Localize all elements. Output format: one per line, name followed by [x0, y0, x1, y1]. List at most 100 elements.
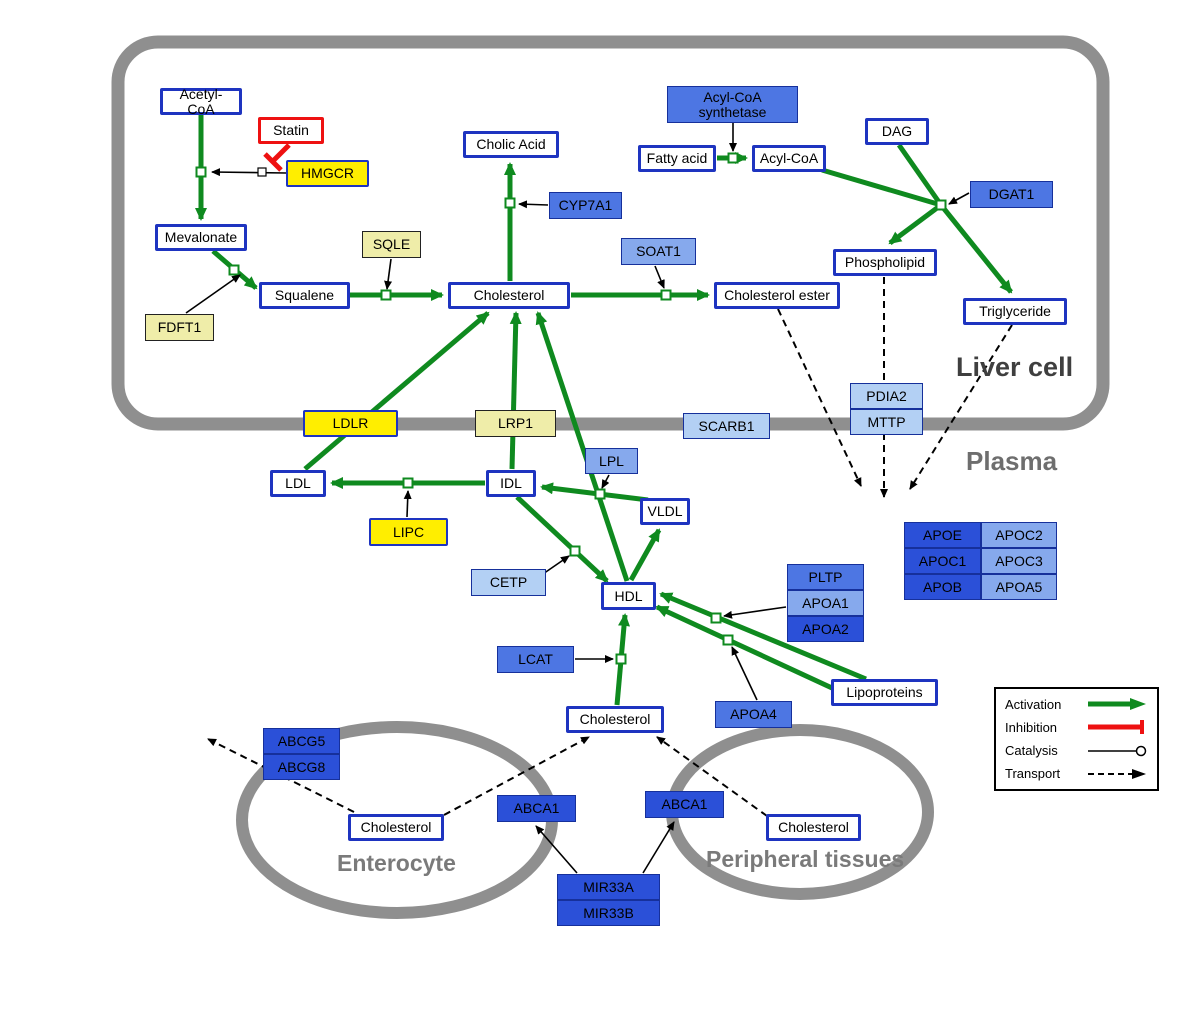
edge-hdl-cholesterol	[535, 311, 630, 582]
cat-cyp7a1	[518, 200, 549, 209]
node-pltp[interactable]: PLTP	[787, 564, 864, 590]
cat-dgat1	[948, 192, 970, 205]
node-abca1-right[interactable]: ABCA1	[645, 791, 724, 818]
node-phospholipid[interactable]: Phospholipid	[833, 249, 937, 276]
catalysis-circle-icon	[1088, 745, 1147, 756]
legend-inhibition-row: Inhibition	[1005, 719, 1148, 735]
node-apoc2[interactable]: APOC2	[981, 522, 1057, 548]
legend-inhibition-label: Inhibition	[1005, 719, 1058, 735]
tr-triglyceride-secretion	[909, 324, 1013, 490]
node-hmgcr[interactable]: HMGCR	[286, 160, 369, 187]
node-ldl[interactable]: LDL	[270, 470, 326, 497]
node-abcg8[interactable]: ABCG8	[263, 754, 340, 780]
transport-dashed-arrow-icon	[1088, 768, 1146, 779]
cat-apoa4	[731, 646, 758, 701]
node-triglyceride[interactable]: Triglyceride	[963, 298, 1067, 325]
node-cholesterol-enterocyte[interactable]: Cholesterol	[348, 814, 444, 841]
node-fatty-acid[interactable]: Fatty acid	[638, 145, 716, 172]
legend-activation-label: Activation	[1005, 696, 1062, 712]
enterocyte-label: Enterocyte	[337, 850, 456, 876]
statin-target-node	[257, 167, 267, 177]
cat-hmgcr	[211, 168, 287, 177]
node-apoa4[interactable]: APOA4	[715, 701, 792, 728]
edge-junction-phospholipid	[888, 202, 943, 246]
node-dag[interactable]: DAG	[865, 118, 929, 145]
node-apoc1[interactable]: APOC1	[904, 548, 981, 574]
node-idl[interactable]: IDL	[486, 470, 536, 497]
node-apoa2[interactable]: APOA2	[787, 616, 864, 642]
legend-transport-row: Transport	[1005, 766, 1148, 782]
inhibition-edge-statin	[263, 143, 291, 172]
inhibition-tbar-icon	[1088, 720, 1144, 735]
cat-mir33-abca1-left	[535, 825, 578, 874]
node-cyp7a1[interactable]: CYP7A1	[549, 192, 622, 219]
node-lpl[interactable]: LPL	[585, 448, 638, 474]
node-vldl[interactable]: VLDL	[640, 498, 690, 525]
liver-cell-membrane	[111, 35, 1110, 431]
cat-lipc	[403, 490, 412, 518]
node-mevalonate[interactable]: Mevalonate	[155, 224, 247, 251]
reaction-nodes	[195, 152, 947, 665]
node-abca1-left[interactable]: ABCA1	[497, 795, 576, 822]
cat-fdft1	[185, 274, 241, 314]
node-lrp1[interactable]: LRP1	[475, 410, 556, 437]
node-acyl-coa[interactable]: Acyl-CoA	[752, 145, 826, 172]
tr-cholesterolester-secretion	[777, 308, 862, 487]
node-pdia2[interactable]: PDIA2	[850, 383, 923, 409]
node-dgat1[interactable]: DGAT1	[970, 181, 1053, 208]
node-ldlr[interactable]: LDLR	[303, 410, 398, 437]
legend-catalysis-label: Catalysis	[1005, 743, 1058, 759]
node-cholic-acid[interactable]: Cholic Acid	[463, 131, 559, 158]
edge-ldl-cholesterol	[303, 311, 490, 471]
legend-transport-label: Transport	[1005, 766, 1061, 782]
cat-soat1	[654, 265, 665, 289]
edge-idl-cholesterol	[509, 311, 522, 470]
node-cholesterol[interactable]: Cholesterol	[448, 282, 570, 309]
edge-dag-junction	[896, 143, 944, 207]
node-hdl[interactable]: HDL	[601, 582, 656, 610]
peripheral-tissues-label: Peripheral tissues	[706, 846, 905, 872]
tr-enterocyte-chol-efflux	[207, 738, 355, 813]
node-apoa1[interactable]: APOA1	[787, 590, 864, 616]
tr-peripheral-chol-to-hdl-chol	[656, 736, 768, 817]
edge-lipoproteins-hdl-1	[659, 591, 867, 682]
tr-enterocyte-chol-to-hdl-chol	[443, 736, 590, 816]
legend-activation-row: Activation	[1005, 696, 1148, 712]
edge-junction-triglyceride	[939, 203, 1013, 294]
edge-hdl-vldl	[628, 528, 662, 582]
node-cetp[interactable]: CETP	[471, 569, 546, 596]
node-statin[interactable]: Statin	[258, 117, 324, 144]
node-mttp[interactable]: MTTP	[850, 409, 923, 435]
cat-lpl	[601, 474, 610, 489]
edge-acylcoa-junction	[821, 167, 942, 208]
catalysis-edges	[185, 123, 970, 874]
node-apob[interactable]: APOB	[904, 574, 981, 600]
node-mir33a[interactable]: MIR33A	[557, 874, 660, 900]
node-acyl-coa-synthetase[interactable]: Acyl-CoA synthetase	[667, 86, 798, 123]
plasma-label: Plasma	[966, 446, 1058, 476]
node-acetyl-coa[interactable]: Acetyl-CoA	[160, 86, 242, 116]
node-lipoproteins[interactable]: Lipoproteins	[831, 679, 938, 706]
legend-catalysis-row: Catalysis	[1005, 743, 1148, 759]
node-fdft1[interactable]: FDFT1	[145, 314, 214, 341]
node-squalene[interactable]: Squalene	[259, 282, 350, 309]
node-sqle[interactable]: SQLE	[362, 231, 421, 258]
node-abcg5[interactable]: ABCG5	[263, 728, 340, 754]
node-cholesterol-hdl[interactable]: Cholesterol	[566, 706, 664, 733]
node-mir33b[interactable]: MIR33B	[557, 900, 660, 926]
node-cholesterol-ester[interactable]: Cholesterol ester	[714, 282, 840, 309]
node-lipc[interactable]: LIPC	[369, 518, 448, 546]
cat-sqle	[384, 258, 393, 290]
node-apoc3[interactable]: APOC3	[981, 548, 1057, 574]
node-apoa5[interactable]: APOA5	[981, 574, 1057, 600]
node-scarb1[interactable]: SCARB1	[683, 413, 770, 439]
node-cholesterol-peripheral[interactable]: Cholesterol	[766, 814, 861, 841]
activation-arrow-icon	[1088, 698, 1146, 710]
node-apoe[interactable]: APOE	[904, 522, 981, 548]
node-soat1[interactable]: SOAT1	[621, 238, 696, 265]
cat-apoa-stack	[723, 606, 787, 619]
node-lcat[interactable]: LCAT	[497, 646, 574, 673]
edge-idl-hdl	[515, 495, 609, 583]
